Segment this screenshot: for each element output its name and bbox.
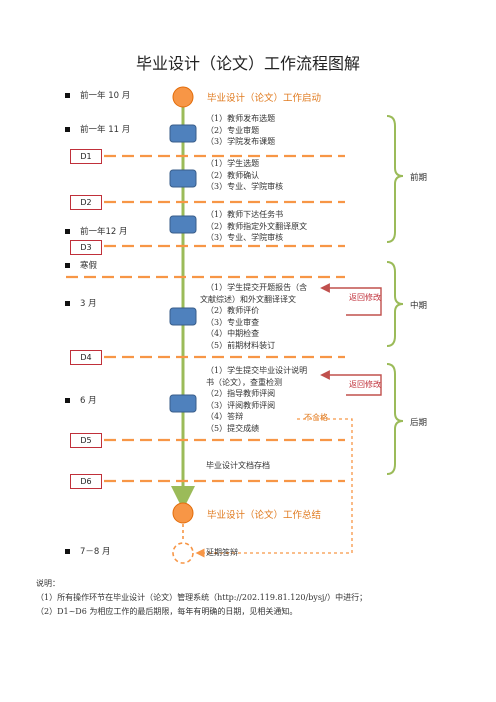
- step-item: （3）学院发布课题: [206, 137, 276, 146]
- timeline-bullet: [65, 93, 70, 98]
- step-node-5: [169, 394, 197, 413]
- timeline-label: 3 月: [80, 299, 97, 309]
- start-label: 毕业设计（论文）工作启动: [207, 93, 322, 104]
- phase-label-mid: 中期: [410, 301, 428, 311]
- step-item: （5）前期材料装订: [206, 340, 276, 350]
- phase-label-early: 前期: [410, 173, 428, 183]
- return-label-mid: 返回修改: [349, 293, 381, 302]
- step-item: （2）指导教师评阅: [206, 389, 276, 398]
- step-group-2: （1）学生选题 （2）教师确认 （3）专业、学院审核: [206, 158, 283, 193]
- step-group-1: （1）教师发布选题 （2）专业审题 （3）学院发布课题: [206, 113, 275, 148]
- step-item: （2）专业审题: [206, 125, 260, 135]
- timeline-label: 前一年 11 月: [80, 125, 131, 135]
- step-node-3: [169, 215, 197, 234]
- timeline-bullet: [65, 229, 70, 234]
- end-node: [172, 502, 194, 524]
- notes-line-1: （1）所有操作环节在毕业设计（论文）管理系统（http://202.119.81…: [36, 593, 368, 602]
- step-item: （4）答辩: [206, 412, 244, 421]
- notes-heading: 说明：: [36, 579, 60, 588]
- archive-label: 毕业设计文档存档: [206, 461, 270, 470]
- deadline-box-d3: D3: [70, 240, 102, 255]
- timeline-bullet: [65, 549, 70, 554]
- return-arrow-mid: [320, 283, 382, 316]
- step-item: （3）专业、学院审核: [206, 233, 284, 242]
- deadline-box-d2: D2: [70, 195, 102, 210]
- step-item: （1）教师发布选题: [206, 114, 276, 123]
- step-item: （5）提交成绩: [206, 423, 260, 433]
- step-group-4: （1）学生提交开题报告（含 文献综述）和外文翻译译文 （2）教师评价 （3）专业…: [200, 282, 308, 351]
- step-node-2: [169, 169, 197, 188]
- step-group-5: （1）学生提交毕业设计说明 书（论文），查重检测 （2）指导教师评阅 （3）评阅…: [206, 365, 307, 434]
- deadline-box-d1: D1: [70, 149, 102, 164]
- step-item: （2）教师评价: [206, 306, 260, 315]
- fail-path: [195, 418, 353, 558]
- return-arrow-late: [320, 370, 382, 396]
- timeline-bullet: [65, 301, 70, 306]
- notes-line-2: （2）D1~D6 为相应工作的最后期限，每年有明确的日期，见相关通知。: [36, 607, 298, 616]
- delay-node: [172, 542, 194, 564]
- timeline-label: 前一年 10 月: [80, 91, 131, 101]
- step-item: （1）学生提交开题报告（含: [206, 283, 308, 292]
- timeline-bullet: [65, 263, 70, 268]
- brace-mid: [386, 261, 404, 347]
- step-item: （1）学生选题: [206, 159, 260, 168]
- step-node-1: [169, 124, 197, 143]
- step-node-4: [169, 307, 197, 326]
- timeline-label: 6 月: [80, 396, 97, 406]
- step-group-3: （1）教师下达任务书 （2）教师指定外文翻译原文 （3）专业、学院审核: [206, 209, 307, 244]
- step-item: （2）教师指定外文翻译原文: [206, 221, 308, 231]
- step-item: 文献综述）和外文翻译译文: [200, 294, 296, 304]
- brace-early: [386, 115, 404, 243]
- fail-label: 不合格: [304, 413, 328, 422]
- page-title: 毕业设计（论文）工作流程图解: [135, 54, 360, 73]
- step-item: （4）中期检查: [206, 329, 260, 338]
- step-item: （1）教师下达任务书: [206, 210, 284, 219]
- delay-label: 延期答辩: [206, 548, 238, 557]
- step-item: 书（论文），查重检测: [206, 377, 282, 387]
- deadline-box-d4: D4: [70, 350, 102, 365]
- deadline-box-d6: D6: [70, 474, 102, 489]
- start-node: [172, 86, 194, 108]
- step-item: （3）专业审查: [206, 317, 260, 327]
- step-item: （2）教师确认: [206, 170, 260, 180]
- return-label-late: 返回修改: [349, 380, 381, 389]
- phase-label-late: 后期: [410, 418, 428, 428]
- brace-late: [386, 363, 404, 475]
- timeline-bullet: [65, 127, 70, 132]
- deadline-box-d5: D5: [70, 433, 102, 448]
- timeline-label: 寒假: [80, 261, 98, 271]
- step-item: （3）评阅教师评阅: [206, 400, 276, 410]
- step-item: （3）专业、学院审核: [206, 182, 284, 191]
- end-label: 毕业设计（论文）工作总结: [207, 510, 322, 521]
- timeline-label: 前一年12 月: [80, 227, 128, 237]
- timeline-bullet: [65, 398, 70, 403]
- timeline-label: 7－8 月: [80, 547, 111, 557]
- step-item: （1）学生提交毕业设计说明: [206, 366, 308, 375]
